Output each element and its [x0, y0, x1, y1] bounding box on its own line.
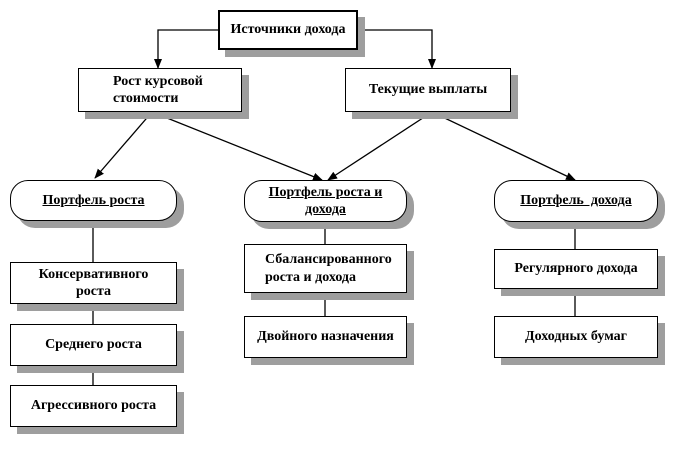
arrow-capital-growth-to-growth-portfolio [94, 111, 153, 179]
growth-subtype-label: Среднего роста [45, 337, 142, 353]
capital-growth-label: Рост курсовой стоимости [113, 73, 203, 107]
growth-subtype-aggressive: Агрессивного роста [10, 385, 177, 427]
arrow-root-to-current-payments [358, 29, 436, 69]
root-label: Источники дохода [230, 22, 346, 38]
growth-income-portfolio-box: Портфель роста и дохода [244, 180, 407, 222]
arrow-capital-growth-to-growth-income-portfolio [151, 111, 323, 181]
income-portfolio-box: Портфель дохода [494, 180, 658, 222]
arrow-current-payments-to-income-portfolio [431, 111, 576, 181]
capital-growth-box: Рост курсовой стоимости [78, 68, 242, 112]
growth-portfolio-label: Портфель роста [42, 192, 145, 208]
growth-income-subtype-label: Двойного назначения [257, 329, 394, 345]
arrow-root-to-capital-growth [154, 29, 218, 69]
income-portfolio-label: Портфель дохода [520, 193, 632, 209]
current-payments-box: Текущие выплаты [345, 68, 511, 112]
income-subtype-label: Доходных бумаг [524, 329, 627, 345]
growth-subtype-moderate: Среднего роста [10, 324, 177, 366]
root-box: Источники дохода [218, 10, 358, 50]
income-subtype-yield-securities: Доходных бумаг [494, 316, 658, 358]
growth-income-portfolio-label: Портфель роста и дохода [268, 184, 383, 218]
growth-income-subtype-balanced: Сбалансированного роста и дохода [244, 244, 407, 293]
growth-subtype-conservative: Консервативного роста [10, 262, 177, 304]
growth-subtype-label: Консервативного роста [38, 266, 149, 300]
growth-subtype-label: Агрессивного роста [30, 398, 157, 414]
growth-portfolio-box: Портфель роста [10, 180, 177, 221]
current-payments-label: Текущие выплаты [368, 82, 488, 98]
growth-income-subtype-dual-purpose: Двойного назначения [244, 316, 407, 358]
arrow-current-payments-to-growth-income-portfolio [327, 111, 433, 181]
growth-income-subtype-label: Сбалансированного роста и дохода [265, 252, 392, 285]
income-subtype-regular: Регулярного дохода [494, 249, 658, 289]
income-subtype-label: Регулярного дохода [514, 261, 638, 277]
